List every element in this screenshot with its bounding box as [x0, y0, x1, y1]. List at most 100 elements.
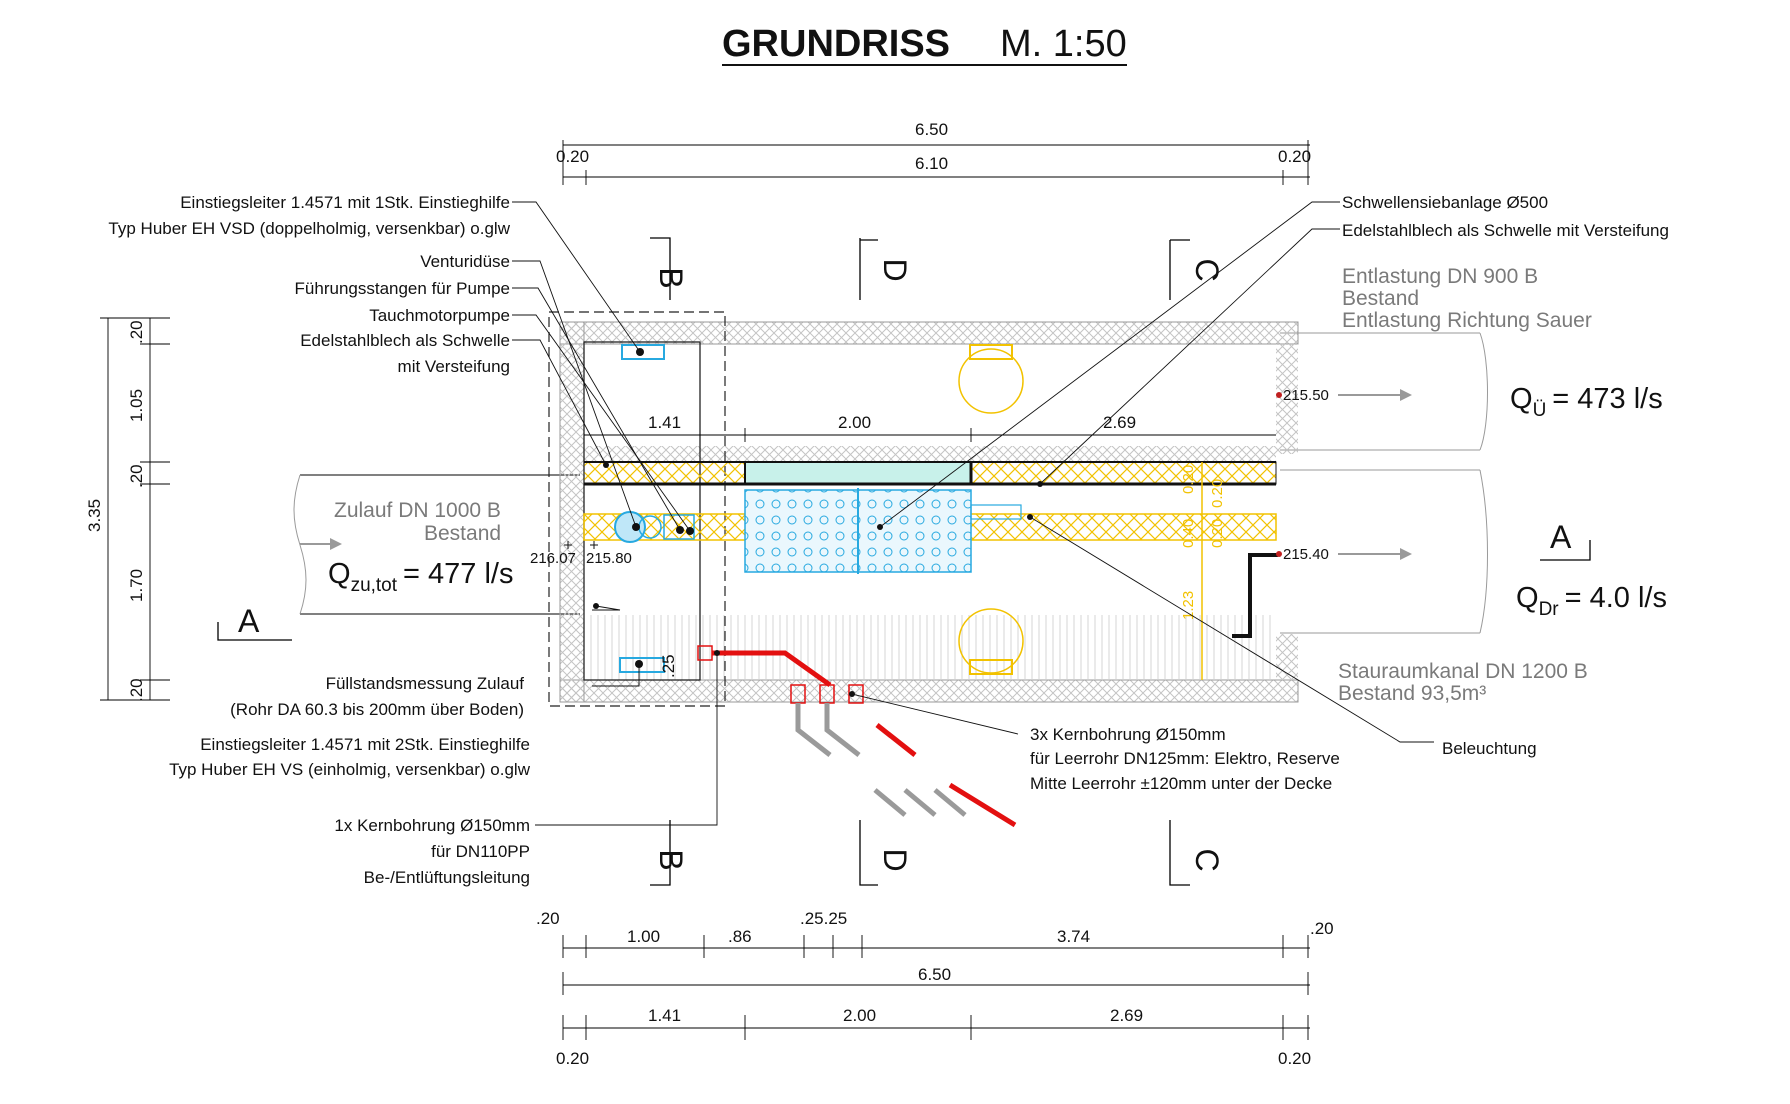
dim-bot1-f: .20 — [1310, 919, 1334, 938]
dim-bot4-right: 0.20 — [1278, 1049, 1311, 1068]
ydim-123: 1.23 — [1180, 591, 1197, 620]
threshold-plate — [583, 461, 1277, 486]
dim-top-right: 0.20 — [1278, 147, 1311, 166]
label-einstieg1-l1: Einstiegsleiter 1.4571 mit 1Stk. Einstie… — [180, 193, 510, 212]
title-scale: M. 1:50 — [1000, 23, 1127, 65]
qdr-symbol: Q — [1516, 582, 1539, 614]
left-dimensions: 3.35 .20 1.05 .20 1.70 .20 — [85, 317, 170, 702]
label-kern1-l2: für DN110PP — [431, 842, 530, 861]
section-b-top: B — [653, 267, 689, 288]
dim-left-2: 1.05 — [127, 389, 146, 422]
pipe-entlastung — [1280, 332, 1488, 451]
right-annotations: Schwellensiebanlage Ø500 Edelstahlblech … — [334, 193, 1669, 793]
dim-left-5: .20 — [127, 678, 146, 702]
qdr-value: = 4.0 l/s — [1565, 582, 1667, 614]
label-fuell-l1: Füllstandsmessung Zulauf — [326, 674, 525, 693]
section-c-bottom: C — [1189, 848, 1225, 871]
dim-bot3-c: 2.69 — [1110, 1006, 1143, 1025]
structure-walls — [559, 321, 1299, 703]
bottom-dimensions: .20 1.00 .86 .25.25 3.74 .20 6.50 1.41 2… — [536, 909, 1334, 1068]
label-venturi: Venturidüse — [420, 252, 510, 271]
dim-mid-3: 2.69 — [1103, 413, 1136, 432]
dim-left-4: 1.70 — [127, 569, 146, 602]
title-main: GRUNDRISS — [722, 23, 950, 65]
label-kern1-l3: Be-/Entlüftungsleitung — [364, 868, 530, 887]
left-annotations: Einstiegsleiter 1.4571 mit 1Stk. Einstie… — [108, 193, 530, 887]
label-stau-l2: Bestand 93,5m³ — [1338, 682, 1486, 705]
level-215-40: 215.40 — [1283, 546, 1329, 563]
level-215-80: 215.80 — [586, 550, 632, 567]
label-fuell-l2: (Rohr DA 60.3 bis 200mm über Boden) — [230, 700, 524, 719]
svg-text:Qzu,tot= 477 l/s: Qzu,tot= 477 l/s — [328, 558, 513, 596]
top-dimensions: 6.50 6.10 0.20 0.20 1.41 2.00 2.69 — [556, 120, 1311, 442]
qzu-value: = 477 l/s — [403, 558, 513, 590]
label-kern3-l1: 3x Kernbohrung Ø150mm — [1030, 725, 1226, 744]
qu-subscript: Ü — [1533, 400, 1547, 421]
qzu-symbol: Q — [328, 558, 351, 590]
dim-025-vertical: .25 — [659, 654, 678, 678]
dim-bot1-b: 1.00 — [627, 927, 660, 946]
svg-text:QÜ= 473 l/s: QÜ= 473 l/s — [1510, 383, 1663, 421]
dim-left-1: .20 — [127, 320, 146, 344]
ladder-bottom — [619, 608, 1024, 675]
level-216-07: 216.07 — [530, 550, 576, 567]
qdr-subscript: Dr — [1539, 599, 1560, 620]
label-edel1-l1: Edelstahlblech als Schwelle — [300, 331, 510, 350]
section-d-bottom: D — [877, 848, 913, 871]
qzu-subscript: zu,tot — [351, 575, 398, 596]
label-entl-l1: Entlastung DN 900 B — [1342, 265, 1538, 288]
label-edel1-l2: mit Versteifung — [398, 357, 510, 376]
pump-shaft-inner — [583, 341, 701, 681]
dim-top-total: 6.50 — [915, 120, 948, 139]
dim-bot4-left: 0.20 — [556, 1049, 589, 1068]
label-kern3-l2: für Leerrohr DN125mm: Elektro, Reserve — [1030, 749, 1340, 768]
level-markers: 216.07 215.80 215.50 215.40 — [530, 387, 1329, 567]
label-beleuchtung: Beleuchtung — [1442, 739, 1537, 758]
dim-bot1-c: .86 — [728, 927, 752, 946]
ydim-040: 0.40 — [1180, 519, 1197, 548]
dim-bot1-d: .25.25 — [800, 909, 847, 928]
dim-left-3: .20 — [127, 464, 146, 488]
screen-unit — [744, 488, 1022, 574]
label-schwellen: Schwellensiebanlage Ø500 — [1342, 193, 1548, 212]
leader-dots — [593, 462, 1043, 697]
dim-bot3-b: 2.00 — [843, 1006, 876, 1025]
section-markers: B D C B D C A A — [217, 237, 1591, 886]
dim-top-inner: 6.10 — [915, 154, 948, 173]
label-fuehrung: Führungsstangen für Pumpe — [295, 279, 510, 298]
label-edel2: Edelstahlblech als Schwelle mit Versteif… — [1342, 221, 1669, 240]
section-c-top: C — [1189, 258, 1225, 281]
qu-value: = 473 l/s — [1552, 383, 1662, 415]
dim-left-total: 3.35 — [85, 499, 104, 532]
dim-mid-2: 2.00 — [838, 413, 871, 432]
svg-text:QDr= 4.0 l/s: QDr= 4.0 l/s — [1516, 582, 1667, 620]
dim-bot2-total: 6.50 — [918, 965, 951, 984]
drawing-title: GRUNDRISS M. 1:50 — [722, 23, 1127, 66]
pipe-drossel — [1280, 469, 1488, 634]
dim-mid-1: 1.41 — [648, 413, 681, 432]
qu-symbol: Q — [1510, 383, 1533, 415]
label-kern3-l3: Mitte Leerrohr ±120mm unter der Decke — [1030, 774, 1332, 793]
label-einstieg2-l1: Einstiegsleiter 1.4571 mit 2Stk. Einstie… — [200, 735, 530, 754]
section-a-left: A — [238, 603, 260, 639]
throttle-outlet — [1232, 553, 1278, 638]
section-d-top: D — [877, 258, 913, 281]
label-tauch: Tauchmotorpumpe — [369, 306, 510, 325]
label-stau-l1: Stauraumkanal DN 1200 B — [1338, 660, 1588, 683]
level-215-50: 215.50 — [1283, 387, 1329, 404]
leader-lines — [512, 201, 1434, 826]
label-kern1-l1: 1x Kernbohrung Ø150mm — [334, 816, 530, 835]
dim-bot3-a: 1.41 — [648, 1006, 681, 1025]
ydim-020b: 0.20 — [1209, 479, 1226, 508]
dim-bot1-e: 3.74 — [1057, 927, 1090, 946]
flow-labels: QÜ= 473 l/s Qzu,tot= 477 l/s QDr= 4.0 l/… — [328, 383, 1667, 620]
dim-bot1-a: .20 — [536, 909, 560, 928]
core-drills — [697, 645, 1017, 828]
label-entl-l2: Bestand — [1342, 287, 1419, 310]
pump — [614, 511, 695, 543]
ladder-top — [621, 344, 1024, 414]
section-b-bottom: B — [653, 849, 689, 870]
dim-top-left: 0.20 — [556, 147, 589, 166]
label-zulauf-l2: Bestand — [424, 522, 501, 545]
